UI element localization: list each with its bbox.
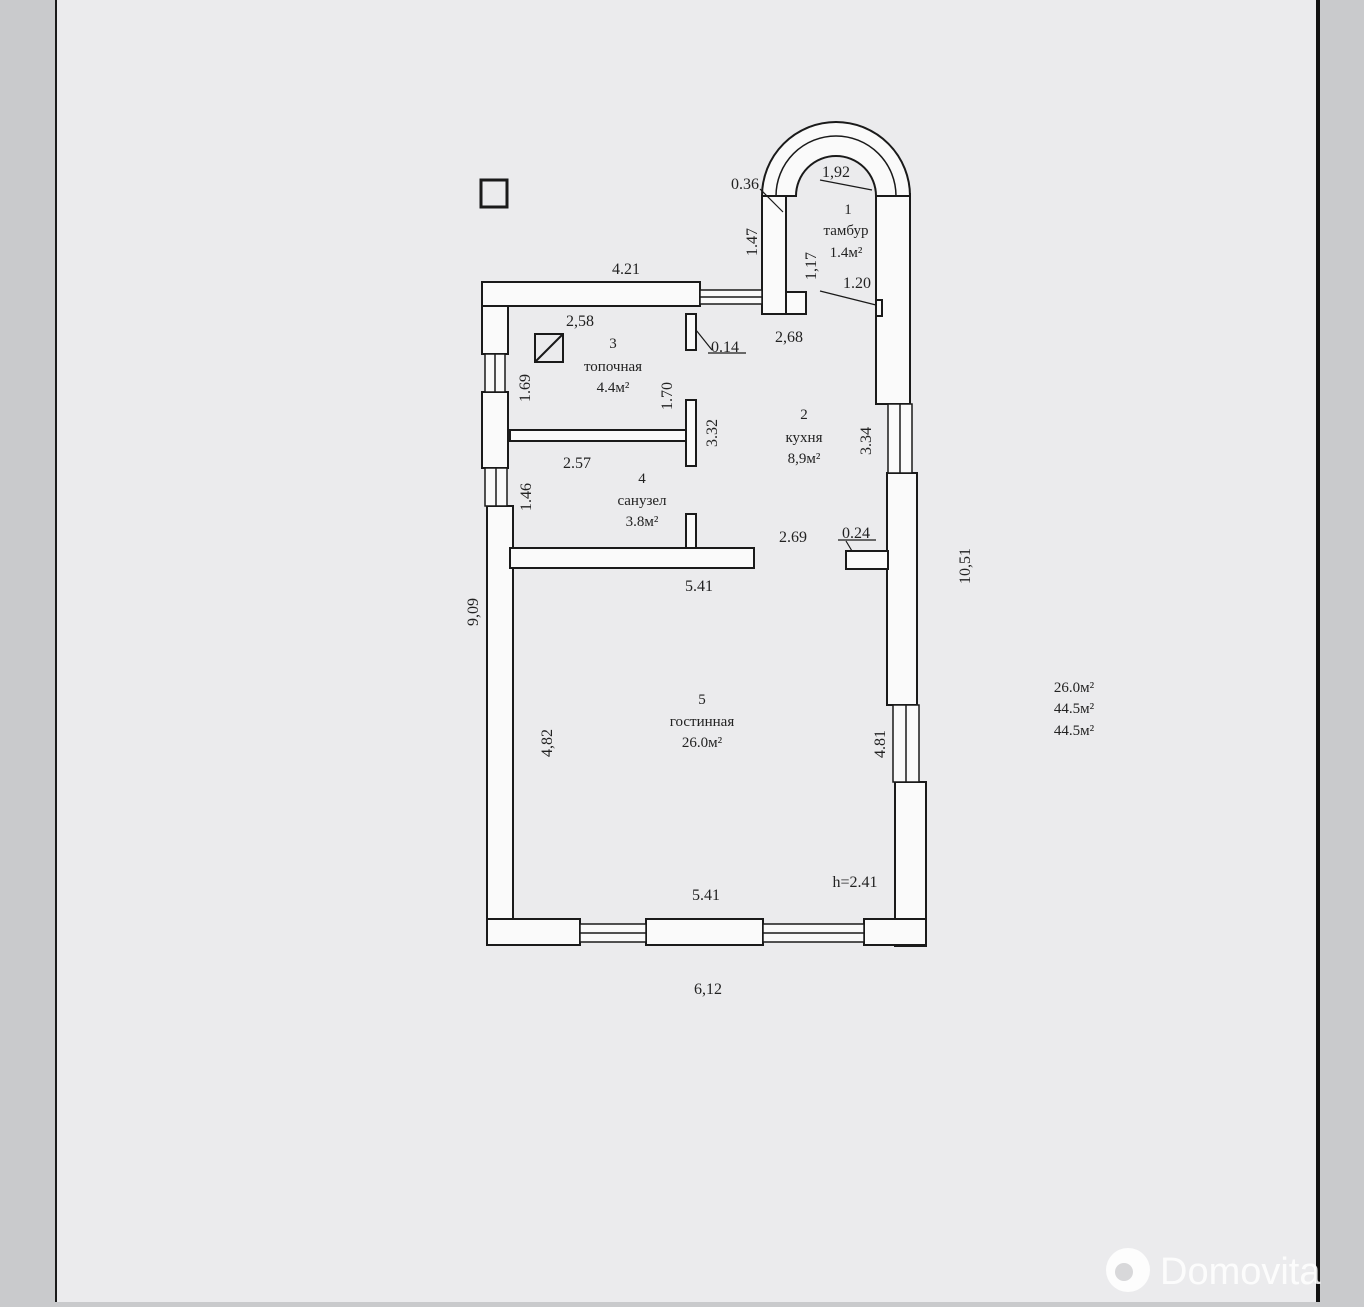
room-area: 3.8м² [626,514,659,530]
room-living: 5 гостинная 26.0м² [670,692,735,751]
partition-living-top [509,547,755,569]
paper [56,0,1318,1302]
wall-vestibule-left [761,195,787,315]
room-name: кухня [785,430,822,446]
vestibule-door-jamb [875,299,883,317]
wall-bottom-3 [863,918,927,946]
dim-living-top: 5.41 [685,578,713,595]
windows [484,289,920,943]
dim-kitchen-top: 2,68 [775,329,803,346]
dim-living-left: 4,82 [539,729,556,757]
dimensions-horizontal: 1,92 0.36 1.20 4.21 2,58 2,68 0.14 2.57 … [563,164,878,998]
room-area: 8,9м² [788,451,821,467]
room-labels: 1 тамбур 1.4м² 2 кухня 8,9м² 3 топочная … [584,202,869,751]
total-living-area: 26.0м² [1054,680,1095,696]
area-totals: 26.0м² 44.5м² 44.5м² [1054,680,1095,739]
boiler-symbol [534,333,564,363]
ceiling-height: h=2.41 [832,874,877,891]
room-area: 26.0м² [682,735,723,751]
vestibule-arch [760,121,912,197]
room-vestibule: 1 тамбур 1.4м² [824,202,869,261]
wall-left-3 [486,505,514,946]
dim-bath-left: 1.46 [518,483,535,511]
dim-kitchen-wall: 0.24 [842,525,870,542]
room-name: санузел [617,493,667,509]
dim-top-wall: 4.21 [612,261,640,278]
walls [481,193,927,947]
partition-boiler-vertical [685,399,697,467]
room-number: 2 [800,407,808,423]
room-name: топочная [584,359,642,375]
room-number: 4 [638,471,646,487]
dim-kitchen-bottom: 2.69 [779,529,807,546]
leader-lines [695,179,877,552]
room-kitchen: 2 кухня 8,9м² [785,407,822,467]
total-area: 44.5м² [1054,723,1095,739]
wall-top [481,281,701,307]
dim-kitchen-partition: 3.32 [704,419,721,447]
dim-vestibule-width: 1.20 [843,275,871,292]
vestibule-arch-inner-line [775,135,897,197]
partition-kitchen-right [845,550,889,570]
room-number: 5 [698,692,706,708]
wall-left-2 [481,391,509,469]
room-name: гостинная [670,714,735,730]
room-bathroom: 4 санузел 3.8м² [617,471,667,530]
dim-partition-small: 0.14 [711,339,739,356]
dim-boiler-left: 1.69 [517,374,534,402]
dimensions-vertical: 1.47 1,17 1.69 1.70 3.32 3.34 1.46 10,51… [465,228,974,758]
total-usable-area: 44.5м² [1054,701,1095,717]
partition-bath-vertical [685,513,697,549]
room-name: тамбур [824,223,869,239]
dim-vestibule-arc: 1,92 [822,164,850,181]
dim-vestibule-wall: 0.36 [731,176,759,193]
wall-bottom-2 [645,918,764,946]
room-boiler: 3 топочная 4.4м² [584,336,642,396]
chimney-square [479,178,509,209]
dim-vestibule-left: 1.47 [744,228,761,256]
room-number: 3 [609,336,617,352]
dim-boiler-width: 2,58 [566,313,594,330]
dim-outer-bottom: 6,12 [694,981,722,998]
dim-right-total: 10,51 [957,548,974,584]
partition-boiler-bath [509,429,695,442]
partition-boiler-door-jamb [685,313,697,351]
dim-vestibule-inner: 1,17 [803,252,820,280]
dim-kitchen-right: 3.34 [858,427,875,455]
room-number: 1 [844,202,852,218]
room-area: 4.4м² [597,380,630,396]
dim-living-right: 4.81 [872,730,889,758]
wall-bottom-1 [486,918,581,946]
wall-vestibule-stub [785,291,807,315]
watermark: Domovita [1106,1248,1321,1293]
dim-left-total: 9,09 [465,598,482,626]
room-area: 1.4м² [830,245,863,261]
watermark-text: Domovita [1160,1251,1321,1293]
dim-living-bottom: 5.41 [692,887,720,904]
dim-bath-width: 2.57 [563,455,591,472]
wall-right-2 [886,472,918,706]
dim-boiler-right: 1.70 [659,382,676,410]
